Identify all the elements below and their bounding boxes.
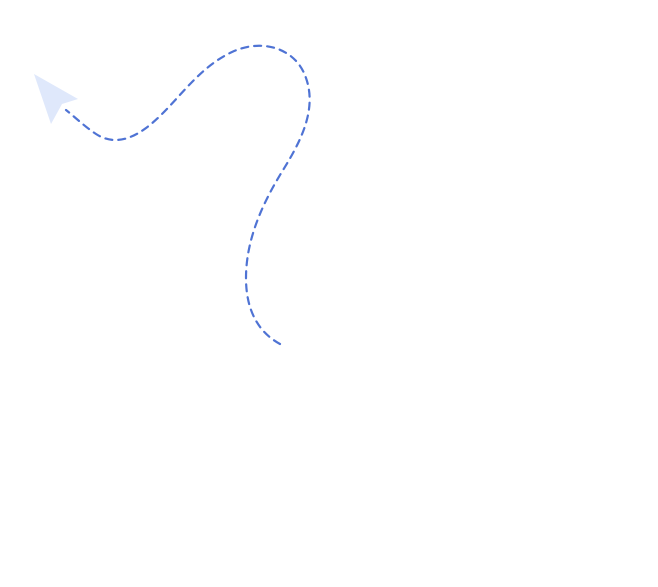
arrow-cursor-icon [34, 74, 78, 124]
dashed-curved-path [64, 44, 311, 346]
